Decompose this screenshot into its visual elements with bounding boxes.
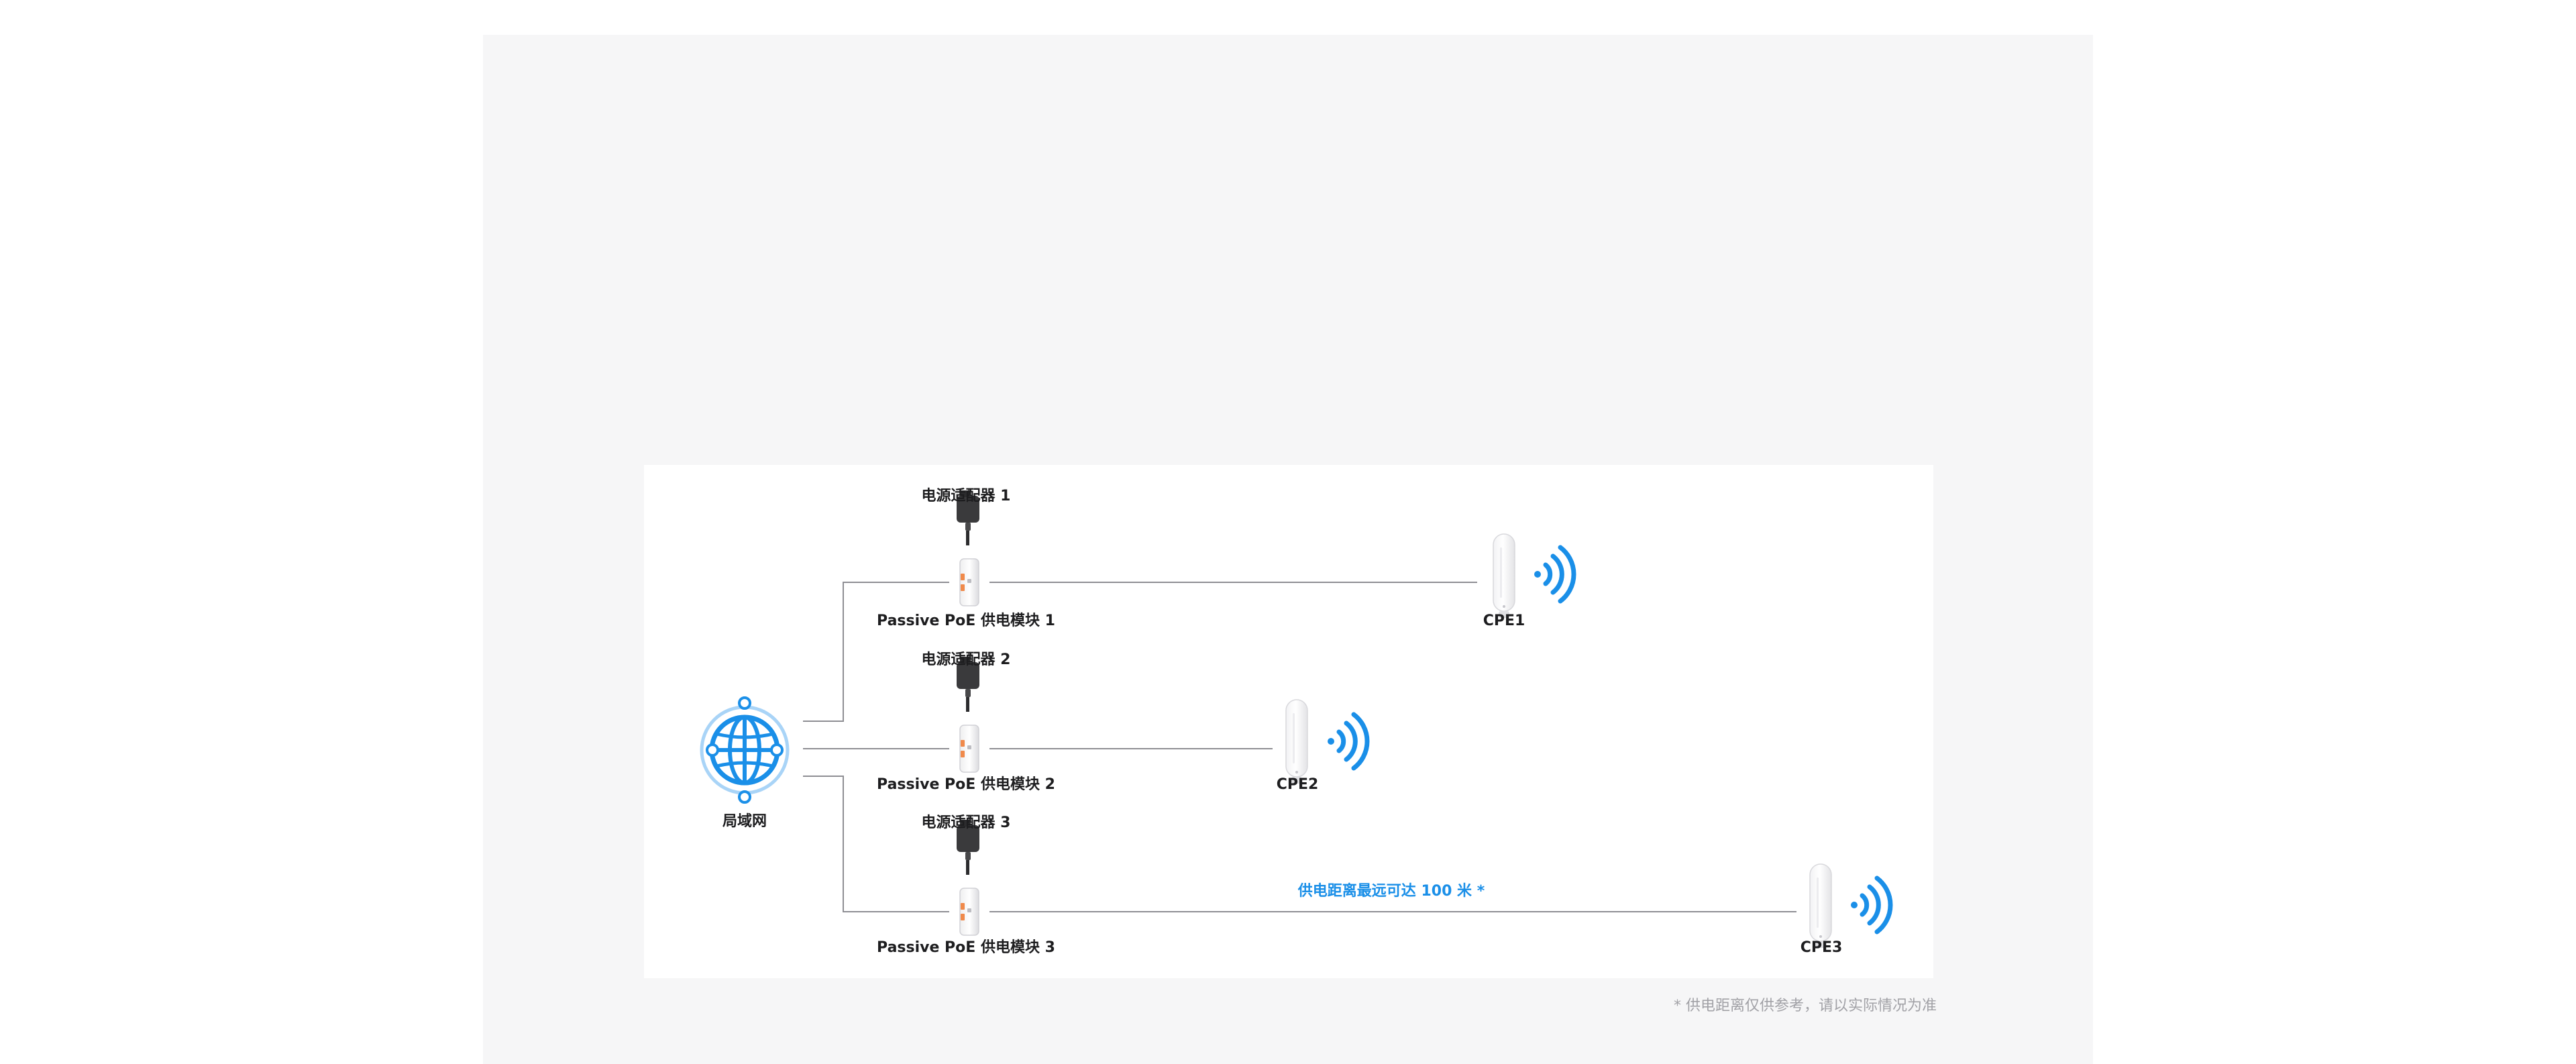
globe-icon — [700, 696, 790, 804]
cpe-device-2 — [1285, 699, 1308, 784]
cpe-label-1: CPE1 — [1483, 613, 1525, 629]
link-lan-module-3 — [803, 776, 949, 912]
wifi-signal-icon — [1534, 547, 1574, 601]
cpe-device-1 — [1493, 533, 1515, 619]
poe-module-3 — [959, 888, 979, 936]
wifi-signal-icon — [1851, 878, 1890, 932]
module-label-3: Passive PoE 供电模块 3 — [877, 939, 1055, 956]
distance-note: 供电距离最远可达 100 米 * — [1297, 883, 1485, 900]
poe-module-1 — [959, 558, 979, 606]
adapter-label-3: 电源适配器 3 — [921, 814, 1011, 831]
wifi-signal-icon — [1328, 714, 1367, 768]
link-lan-module-1 — [803, 582, 949, 722]
cpe-label-2: CPE2 — [1276, 776, 1319, 793]
poe-module-2 — [959, 725, 979, 773]
cpe-device-3 — [1809, 863, 1832, 949]
adapter-label-2: 电源适配器 2 — [921, 651, 1011, 668]
module-label-1: Passive PoE 供电模块 1 — [877, 613, 1055, 629]
module-label-2: Passive PoE 供电模块 2 — [877, 776, 1055, 793]
topology-diagram — [700, 490, 1933, 949]
cpe-label-3: CPE3 — [1800, 939, 1843, 956]
adapter-label-1: 电源适配器 1 — [921, 488, 1011, 504]
footnote: * 供电距离仅供参考，请以实际情况为准 — [1674, 998, 1937, 1014]
lan-label: 局域网 — [722, 813, 767, 830]
diagram-card: 局域网 电源适配器 1 电源适配器 2 电源适配器 3 Passive PoE … — [644, 465, 1933, 978]
